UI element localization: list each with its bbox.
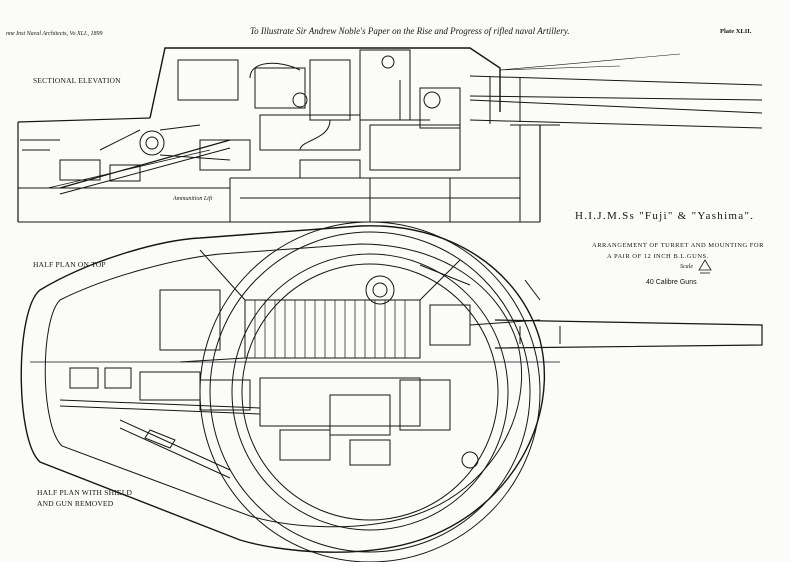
title-line1: ARRANGEMENT OF TURRET AND MOUNTING FOR (592, 242, 764, 249)
plan-view (20, 221, 763, 562)
label-half-plan-removed-line2: AND GUN REMOVED (37, 499, 114, 508)
label-sectional-elevation: SECTIONAL ELEVATION (33, 76, 121, 85)
scale-label: Scale (680, 264, 693, 270)
label-half-plan-removed-line1: HALF PLAN WITH SHIELD (37, 488, 133, 497)
label-ammunition-lift: Ammunition Lift (173, 196, 213, 202)
plate-caption: To Illustrate Sir Andrew Noble's Paper o… (250, 26, 570, 36)
calibre-label: 40 Calibre Guns (646, 279, 697, 286)
plate-number: Plate XLII. (720, 28, 752, 35)
journal-reference: nne Inst Naval Architects, Vo XLI., 1899 (6, 31, 103, 37)
scale-mark (698, 259, 712, 274)
sectional-elevation (17, 47, 763, 223)
label-half-plan-on-top: HALF PLAN ON TOP (33, 260, 106, 269)
title-line2: A PAIR OF 12 INCH B.L.GUNS. (607, 253, 709, 260)
title-ships: H.I.J.M.Ss "Fuji" & "Yashima". (575, 210, 755, 222)
